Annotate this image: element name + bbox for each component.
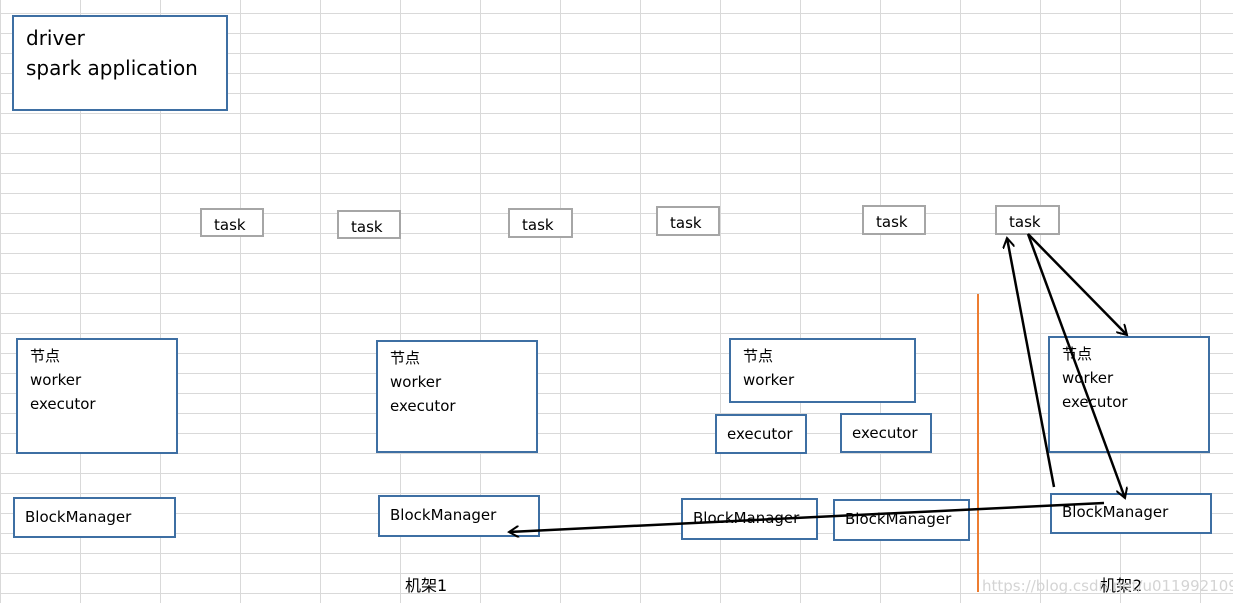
node-worker-label: worker [1062,369,1114,387]
arrow-task-to-node [1027,233,1127,335]
watermark-text: https://blog.csdn.net/u011992109 [982,577,1233,595]
node-worker-label: worker [30,371,82,389]
node-executor-label: executor [1062,393,1128,411]
task-box-1: task [200,208,264,237]
node-executor-label: executor [30,395,96,413]
node-title: 节点 [390,349,421,367]
task-box-2: task [337,210,401,239]
node-worker-label: worker [743,371,795,389]
block-manager-box-1: BlockManager [13,497,176,538]
arrow-blockmanager-to-blockmanager [509,501,1105,532]
rack-2-label: 机架2 [1100,576,1143,595]
node-box-4: 节点 worker executor [1048,336,1210,453]
node-executor-label: executor [390,397,456,415]
node-title: 节点 [743,347,774,365]
executor-box-2: executor [840,413,932,453]
node-box-3: 节点 worker [729,338,916,403]
arrow-task-to-blockmanager [1026,233,1125,498]
task-box-4: task [656,206,720,236]
arrow-blockmanager-to-task [1007,238,1056,488]
rack-1-label: 机架1 [405,576,448,595]
application-label: spark application [26,56,198,80]
task-box-5: task [862,205,926,235]
node-title: 节点 [30,347,61,365]
task-box-6: task [995,205,1060,235]
block-manager-box-5: BlockManager [1050,493,1212,534]
node-box-1: 节点 worker executor [16,338,178,454]
driver-box: driver spark application [12,15,228,111]
executor-box-1: executor [715,414,807,454]
driver-label: driver [26,26,85,50]
node-worker-label: worker [390,373,442,391]
task-box-3: task [508,208,573,238]
node-box-2: 节点 worker executor [376,340,538,453]
block-manager-box-4: BlockManager [833,499,970,541]
